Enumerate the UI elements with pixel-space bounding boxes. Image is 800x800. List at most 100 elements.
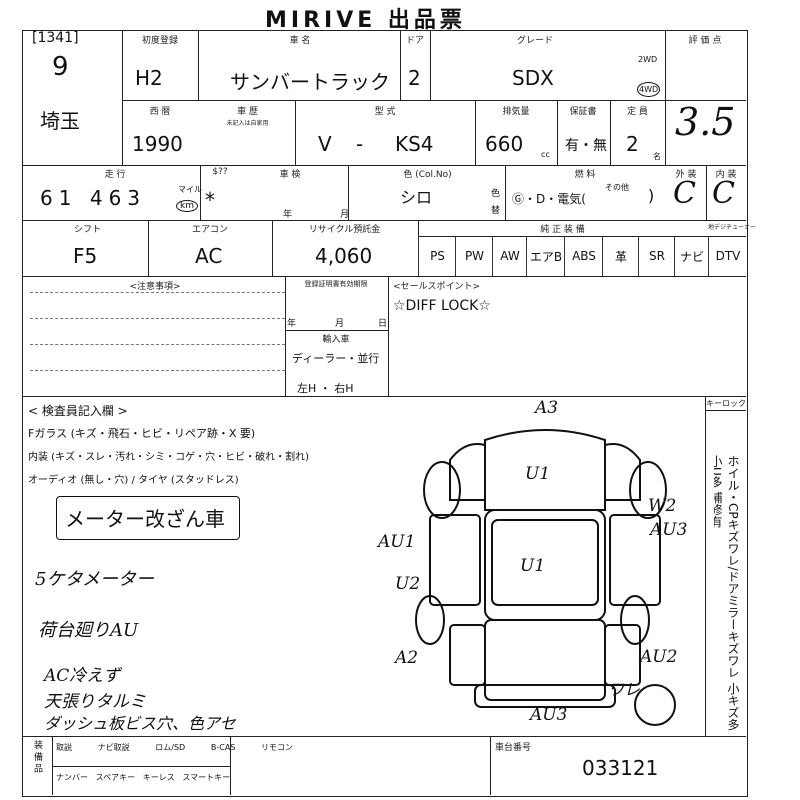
caution-line <box>30 344 285 345</box>
equip-ps: PS <box>418 236 456 276</box>
inspector-line-audio: オーディオ (無し・穴) / タイヤ (スタッドレス) <box>28 475 239 486</box>
opt-row1: 取説 ナビ取説 ロム/SD B-CAS リモコン <box>56 742 293 753</box>
mile-unit: マイル <box>178 185 202 194</box>
mileage-digit: 6 <box>108 186 128 210</box>
caution-line <box>30 292 285 293</box>
year-value: 1990 <box>132 132 183 156</box>
reg-month: 月 <box>335 319 345 329</box>
label-history-sub: 未記入は自家用 <box>226 120 269 127</box>
opt-spare-key: スペアキー <box>95 773 136 782</box>
aircon-value: AC <box>195 244 223 268</box>
import-dealer: ディーラー・並行 <box>292 352 380 365</box>
mark-a2: A2 <box>395 648 419 668</box>
row4-v2 <box>272 220 273 276</box>
label-options: 装 備 品 <box>32 740 42 773</box>
fuel-other: その他 <box>605 183 629 192</box>
label-int: 内 装 <box>715 170 737 180</box>
fuel-value: Ⓖ・D・電気( <box>512 192 586 206</box>
spare-wheel <box>634 684 676 726</box>
label-fuel: 燃 料 <box>574 170 596 180</box>
label-aircon: エアコン <box>191 225 228 235</box>
note-headliner: 天張りタルミ <box>44 692 146 712</box>
opt-bcas: B-CAS <box>210 743 236 752</box>
note-ac-not-cold: AC冷えず <box>44 666 121 686</box>
row1-v1 <box>198 30 199 100</box>
row3-v2 <box>348 165 349 220</box>
bottom-top <box>22 736 746 737</box>
brand-title: MIRIVE 出品票 <box>265 8 466 33</box>
import-handle: 左H ・ 右H <box>297 382 354 395</box>
front-left-fender <box>449 443 486 501</box>
label-doors: ドア <box>405 36 424 46</box>
label-mileage: 走 行 <box>104 170 126 180</box>
capacity-value: 2 <box>626 132 639 156</box>
equip-top <box>418 236 746 237</box>
row1-v4 <box>665 30 666 165</box>
mileage-digit: 1 <box>58 186 78 210</box>
equip-navi: ナビ <box>674 236 709 276</box>
mark-u2: U2 <box>395 574 421 594</box>
opt-remote: リモコン <box>261 743 294 752</box>
label-reg-expiry: 登録証明書有効期限 <box>304 280 368 288</box>
mark-u1-roof: U1 <box>520 556 546 576</box>
row1-bottom <box>122 100 746 101</box>
inspector-line-glass: Fガラス (キズ・飛石・ヒビ・リペア跡・X 要) <box>28 427 256 440</box>
row1-v2 <box>400 30 401 100</box>
lot-prefecture: 埼玉 <box>40 109 80 133</box>
mileage-digit: 4 <box>89 186 109 210</box>
front-left-wheel <box>423 461 461 519</box>
label-displacement: 排気量 <box>502 107 530 117</box>
row4-v1 <box>148 220 149 276</box>
label-color: 色 (Col.No) <box>403 170 452 180</box>
note-bed-au: 荷台廻りAU <box>38 620 139 641</box>
label-keylock: キーロック <box>706 399 746 408</box>
label-warranty: 保証書 <box>569 107 597 117</box>
tampered-box <box>56 496 240 540</box>
right-door <box>609 514 661 606</box>
mark-au3-rear: AU3 <box>530 705 568 725</box>
lot-divider <box>122 30 123 165</box>
displacement-value: 660 <box>485 132 524 156</box>
warranty-value: 有・無 <box>565 138 607 154</box>
drive-2wd: 2WD <box>638 55 658 64</box>
label-car-name: 車 名 <box>289 36 311 46</box>
notes-v1 <box>285 276 286 396</box>
row4-bottom <box>22 276 746 277</box>
model-code: KS4 <box>395 132 434 156</box>
row2-v4 <box>610 100 611 165</box>
mileage-digit: 6 <box>40 186 59 210</box>
row1-v3 <box>430 30 431 100</box>
side-note: ホイル・CPキズワレ/ドアミラーキズワレ 小キズ多 小U多 補修有 <box>714 455 740 731</box>
bottom-mid <box>52 766 230 767</box>
opt-keyless: キーレス <box>142 773 175 782</box>
notes-v2 <box>388 276 389 396</box>
capacity-unit: 名 <box>653 152 661 161</box>
import-top <box>285 330 388 331</box>
fuel-close: ) <box>648 186 655 205</box>
label-model: 型 式 <box>374 107 396 117</box>
model-dash: - <box>356 132 364 156</box>
equip-aw: AW <box>492 236 527 276</box>
insp-month: 月 <box>340 210 350 220</box>
drive-4wd: 4WD <box>637 82 661 97</box>
color-change-2: 替 <box>491 206 501 216</box>
label-first-reg: 初度登録 <box>141 36 178 46</box>
doors-value: 2 <box>408 66 421 90</box>
overall-score: 3.5 <box>675 100 736 144</box>
note-dash: ダッシュ板ビス穴、色アセ <box>44 714 236 733</box>
mileage-digit: 3 <box>127 186 147 210</box>
lot-code: [1341] <box>32 30 79 46</box>
opt-rom: ロム/SD <box>155 743 186 752</box>
mark-au2: AU2 <box>640 647 678 667</box>
car-roof <box>491 519 599 606</box>
car-diagram <box>415 429 676 726</box>
row3-v3 <box>505 165 506 220</box>
label-equipment: 純 正 装 備 <box>540 225 585 235</box>
rear-bumper <box>474 684 616 708</box>
equip-sr: SR <box>638 236 675 276</box>
note-5digit-meter: 5ケタメーター <box>35 569 154 590</box>
right-bed-side <box>604 624 641 686</box>
opt-smart-key: スマートキー <box>182 773 231 782</box>
front-right-wheel <box>629 461 667 519</box>
right-col-divider <box>705 396 706 736</box>
